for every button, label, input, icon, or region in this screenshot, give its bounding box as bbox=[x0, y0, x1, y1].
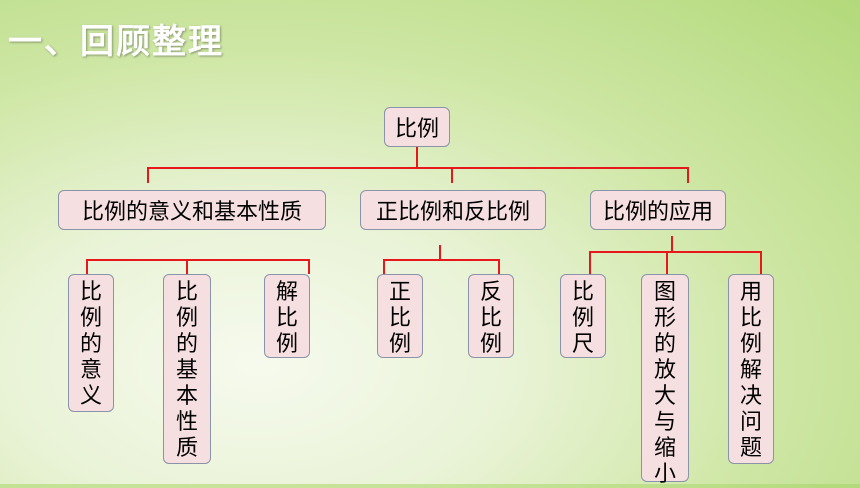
vertical-char: 题 bbox=[739, 436, 762, 461]
vertical-char: 意 bbox=[79, 358, 102, 383]
vertical-char: 质 bbox=[175, 436, 198, 461]
node-leaf-3-3: 用比例解决问题 bbox=[728, 274, 774, 464]
vertical-char: 例 bbox=[388, 332, 411, 357]
bracket-root bbox=[147, 167, 689, 183]
vertical-char: 图 bbox=[653, 280, 676, 305]
bracket-group-3 bbox=[589, 251, 762, 274]
vertical-char: 与 bbox=[653, 410, 676, 435]
vertical-char: 比 bbox=[571, 280, 594, 305]
vertical-char: 比 bbox=[175, 280, 198, 305]
node-root: 比例 bbox=[384, 107, 450, 147]
node-leaf-2-2: 反比例 bbox=[468, 274, 514, 358]
vertical-char: 基 bbox=[175, 358, 198, 383]
vertical-char: 决 bbox=[739, 384, 762, 409]
vertical-char: 义 bbox=[79, 384, 102, 409]
vertical-char: 缩 bbox=[653, 436, 676, 461]
vertical-char: 正 bbox=[388, 280, 411, 305]
vertical-char: 反 bbox=[479, 280, 502, 305]
vertical-char: 形 bbox=[653, 306, 676, 331]
node-level1-1: 比例的意义和基本性质 bbox=[58, 190, 326, 230]
vertical-char: 解 bbox=[275, 280, 298, 305]
node-leaf-2-1: 正比例 bbox=[377, 274, 423, 358]
vertical-char: 解 bbox=[739, 358, 762, 383]
vertical-char: 比 bbox=[275, 306, 298, 331]
vertical-char: 的 bbox=[175, 332, 198, 357]
node-leaf-1-1: 比例的意义 bbox=[68, 274, 114, 412]
vertical-char: 问 bbox=[739, 410, 762, 435]
vertical-char: 大 bbox=[653, 384, 676, 409]
vertical-char: 尺 bbox=[571, 332, 594, 357]
vertical-char: 用 bbox=[739, 280, 762, 305]
bracket-group-2 bbox=[383, 259, 500, 274]
slide-title: 一、回顾整理 bbox=[8, 22, 224, 62]
vertical-char: 的 bbox=[653, 332, 676, 357]
vertical-char: 放 bbox=[653, 358, 676, 383]
node-level1-3: 比例的应用 bbox=[590, 190, 726, 230]
bracket-group-1 bbox=[86, 259, 310, 274]
vertical-char: 例 bbox=[175, 306, 198, 331]
node-leaf-1-3: 解比例 bbox=[264, 274, 310, 358]
node-leaf-1-2: 比例的基本性质 bbox=[163, 274, 211, 464]
vertical-char: 比 bbox=[79, 280, 102, 305]
vertical-char: 本 bbox=[175, 384, 198, 409]
vertical-char: 例 bbox=[479, 332, 502, 357]
vertical-char: 比 bbox=[388, 306, 411, 331]
node-leaf-3-1: 比例尺 bbox=[560, 274, 606, 358]
node-level1-2: 正比例和反比例 bbox=[360, 190, 546, 230]
node-leaf-3-2: 图形的放大与缩小 bbox=[641, 274, 689, 487]
vertical-char: 例 bbox=[275, 332, 298, 357]
vertical-char: 的 bbox=[79, 332, 102, 357]
vertical-char: 例 bbox=[571, 306, 594, 331]
vertical-char: 小 bbox=[653, 462, 676, 487]
vertical-char: 比 bbox=[479, 306, 502, 331]
vertical-char: 性 bbox=[175, 410, 198, 435]
vertical-char: 例 bbox=[79, 306, 102, 331]
vertical-char: 例 bbox=[739, 332, 762, 357]
vertical-char: 比 bbox=[739, 306, 762, 331]
